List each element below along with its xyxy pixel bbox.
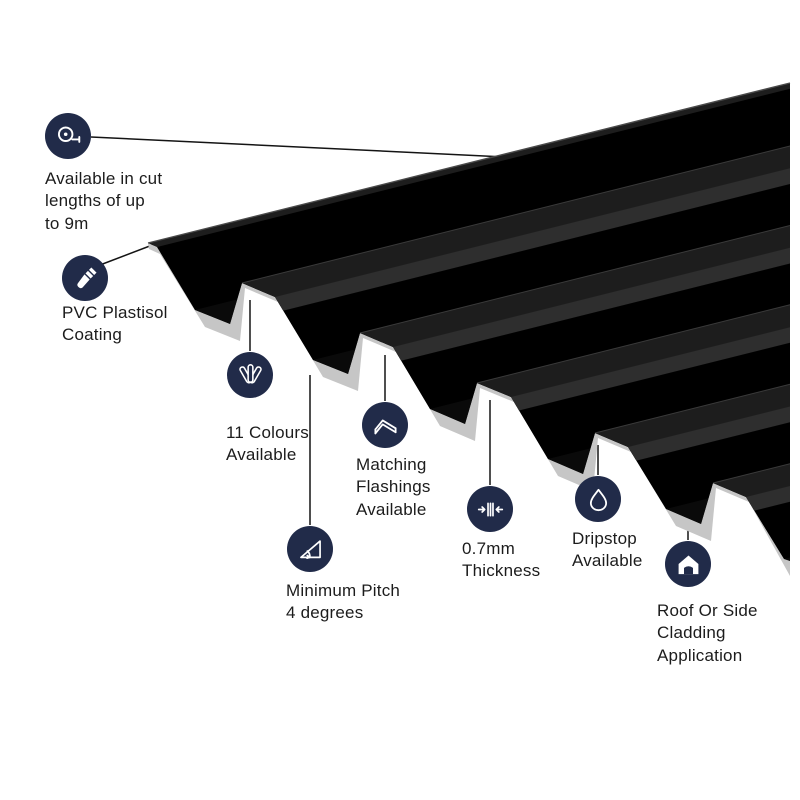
cut-lengths-badge [45,113,91,159]
dripstop-label: Dripstop Available [572,528,642,573]
leader-cut-lengths [90,136,506,158]
callout-line: 4 degrees [286,603,364,623]
callout-line: Application [657,645,743,665]
callout-line: Minimum Pitch [286,581,401,600]
pvc-coating-badge [62,255,108,301]
thickness-badge [467,486,513,532]
sheet-rib-shading [148,83,790,561]
callout-line: Roof Or Side [657,601,758,620]
pvc-coating-label: PVC Plastisol Coating [62,302,168,347]
callout-line: 11 Colours [226,423,309,442]
callout-line: Available [226,445,297,465]
colours-available-badge [227,352,273,398]
dripstop-badge [575,476,621,522]
pitch-angle-icon [299,539,321,559]
callout-line: lengths of up [45,191,145,211]
callout-line: Available [572,551,643,571]
minimum-pitch-badge [287,526,333,572]
colour-swatch-fan-icon [238,363,262,384]
callout-line: Thickness [462,561,541,581]
callout-line: Available [356,499,427,519]
leader-lines [90,136,689,540]
callout-line: to 9m [45,213,89,233]
matching-flashings-badge [362,402,408,448]
thickness-label: 0.7mm Thickness [462,538,540,583]
roof-side-cladding-badge [665,541,711,587]
callout-line: 0.7mm [462,539,515,558]
colours-available-label: 11 Colours Available [226,422,309,467]
callout-line: Flashings [356,477,431,497]
tape-measure-icon [57,126,80,143]
matching-flashings-label: Matching Flashings Available [356,454,431,521]
flashing-profile-icon [373,419,397,434]
callout-line: Matching [356,455,427,474]
callout-line: Coating [62,325,122,345]
paint-brush-icon [76,266,97,288]
sheet-top-edge [147,82,791,244]
house-icon [678,555,698,574]
callout-line: Cladding [657,623,726,643]
thickness-gauge-icon [477,501,503,517]
leader-pvc-coating [99,243,156,266]
callout-line: PVC Plastisol [62,303,168,322]
callout-line: Dripstop [572,529,637,548]
callout-line: Available in cut [45,169,163,188]
roof-side-cladding-label: Roof Or Side Cladding Application [657,600,758,667]
cut-lengths-label: Available in cut lengths of up to 9m [45,168,162,235]
water-drop-icon [589,488,607,511]
minimum-pitch-label: Minimum Pitch 4 degrees [286,580,400,625]
